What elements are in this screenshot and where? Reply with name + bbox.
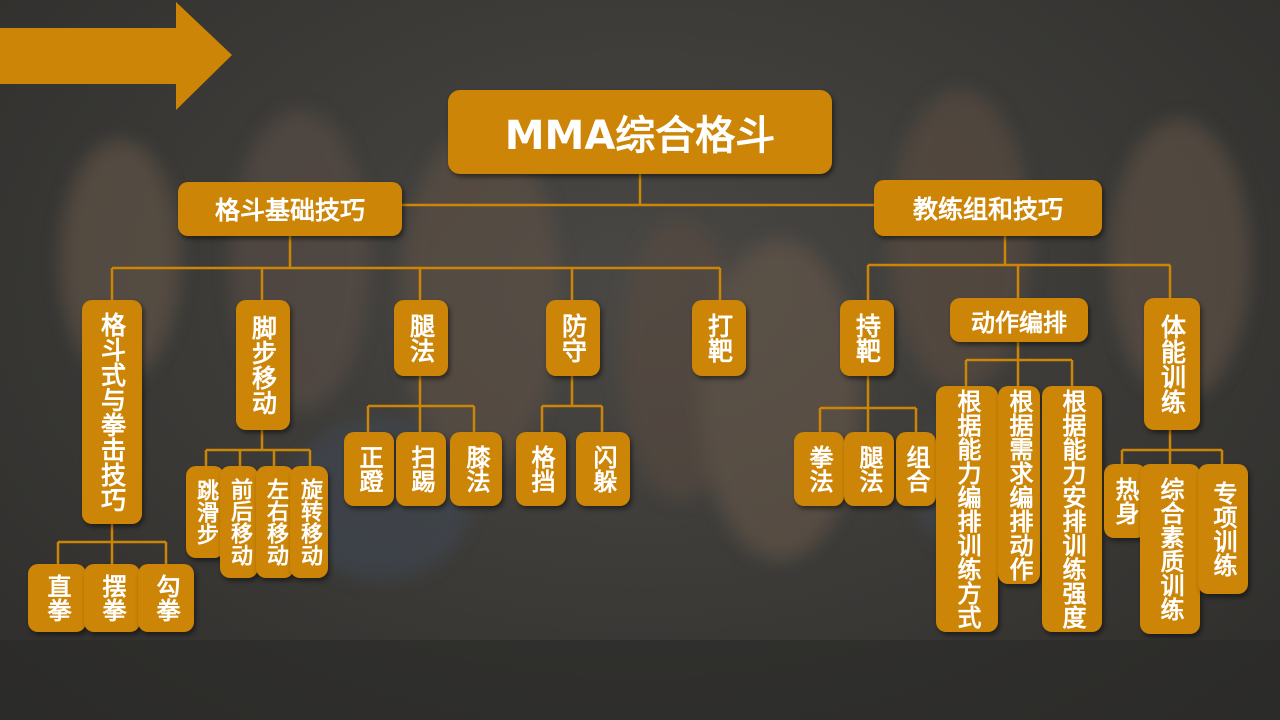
leaf-straight-punch: 直拳	[28, 564, 86, 632]
leaf-ability-training-method: 根据能力编排训练方式	[936, 386, 998, 632]
leaf-pads-combo: 组合	[896, 432, 936, 506]
branch-stance-punching: 格斗式与拳击技巧	[82, 300, 142, 524]
leaf-ability-intensity: 根据能力安排训练强度	[1042, 386, 1102, 632]
leaf-overall-fitness: 综合素质训练	[1140, 464, 1200, 634]
branch-footwork: 脚步移动	[236, 300, 290, 430]
leaf-dodge: 闪躲	[576, 432, 630, 506]
branch-fitness: 体能训练	[1144, 298, 1200, 430]
leaf-swing-punch: 摆拳	[84, 564, 140, 632]
leaf-warmup: 热身	[1104, 464, 1146, 538]
leaf-block: 格挡	[516, 432, 566, 506]
branch-defense: 防守	[546, 300, 600, 376]
leaf-pads-fist: 拳法	[794, 432, 844, 506]
branch-holding-pads: 持靶	[840, 300, 894, 376]
leaf-pads-kick: 腿法	[844, 432, 894, 506]
leaf-front-kick: 正蹬	[344, 432, 394, 506]
leaf-sweep-kick: 扫踢	[396, 432, 446, 506]
leaf-forward-backward: 前后移动	[220, 466, 258, 578]
root-node: MMA综合格斗	[448, 90, 832, 174]
leaf-needs-choreography: 根据需求编排动作	[998, 386, 1040, 584]
branch-choreography: 动作编排	[950, 298, 1088, 342]
left-branch-node: 格斗基础技巧	[178, 182, 402, 236]
right-arrow-icon	[0, 2, 232, 110]
leaf-sliding-step: 跳滑步	[186, 466, 224, 558]
branch-kicks: 腿法	[394, 300, 448, 376]
leaf-hook-punch: 勾拳	[138, 564, 194, 632]
leaf-rotation: 旋转移动	[290, 466, 328, 578]
leaf-left-right: 左右移动	[256, 466, 294, 578]
leaf-knee: 膝法	[450, 432, 502, 506]
leaf-specialized-training: 专项训练	[1198, 464, 1248, 594]
branch-target-practice: 打靶	[692, 300, 746, 376]
right-branch-node: 教练组和技巧	[874, 180, 1102, 236]
